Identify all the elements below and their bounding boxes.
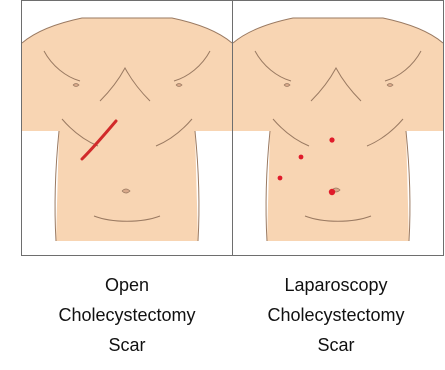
port-site-epigastric (329, 137, 334, 142)
port-site-flank (278, 176, 283, 181)
caption-line: Cholecystectomy (228, 300, 444, 330)
left-nipple (284, 84, 290, 87)
laparoscopy-torso-illustration (233, 1, 443, 255)
port-site-subcostal (299, 155, 304, 160)
open-cholecystectomy-caption: Open Cholecystectomy Scar (21, 270, 233, 360)
right-nipple (176, 84, 182, 87)
caption-line: Cholecystectomy (21, 300, 233, 330)
torso-body (233, 18, 443, 241)
torso-body (22, 18, 232, 241)
right-nipple (387, 84, 393, 87)
laparoscopy-torso-panel (232, 0, 444, 256)
port-site-umbilical (329, 189, 335, 195)
caption-line: Scar (228, 330, 444, 360)
caption-line: Laparoscopy (228, 270, 444, 300)
caption-line: Open (21, 270, 233, 300)
open-torso-illustration (22, 1, 232, 255)
caption-line: Scar (21, 330, 233, 360)
navel (122, 189, 130, 193)
open-torso-panel (21, 0, 233, 256)
laparoscopy-cholecystectomy-caption: Laparoscopy Cholecystectomy Scar (228, 270, 444, 360)
left-nipple (73, 84, 79, 87)
